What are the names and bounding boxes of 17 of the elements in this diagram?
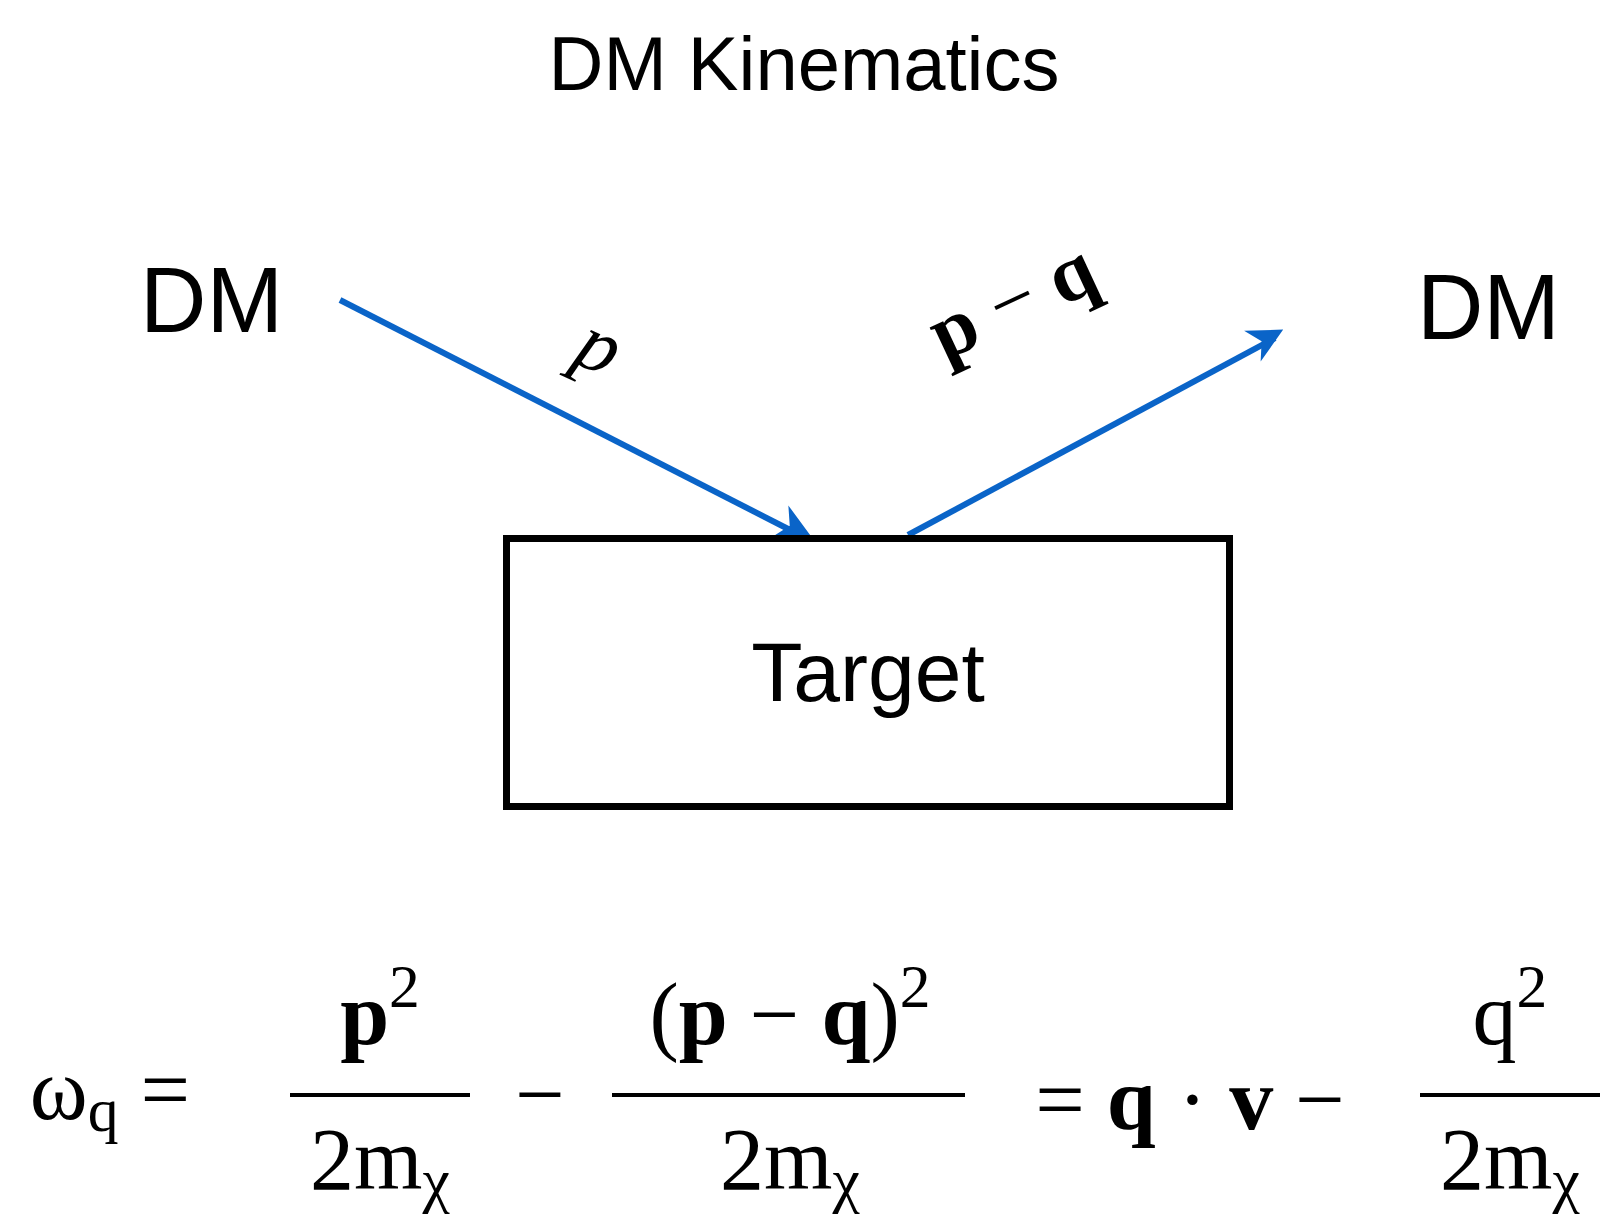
equation-term: (p − q)$^{2}$ — [648, 955, 932, 1065]
equation-term: 2m$_{χ}$ — [309, 1109, 451, 1214]
node-text: DM — [1416, 254, 1560, 360]
arrow — [906, 329, 1284, 538]
equation-term: 2m$_{χ}$ — [719, 1109, 861, 1214]
equation-term: = q · v − — [1034, 1049, 1346, 1150]
equation-term: q$^{2}$ — [1471, 955, 1549, 1065]
equation-term: p$^{2}$ — [339, 955, 421, 1065]
target-box — [503, 535, 1233, 810]
node-text: Target — [751, 624, 985, 721]
equation-term: 2m$_{χ}$ — [1439, 1109, 1581, 1214]
title: DM Kinematics — [547, 20, 1061, 107]
equation-term: − — [514, 1044, 566, 1145]
node-text: DM — [140, 247, 284, 353]
equation-term: ω$_{q}$ = — [28, 1039, 192, 1146]
edge-label: p − q — [913, 222, 1111, 379]
arrow — [338, 297, 812, 538]
